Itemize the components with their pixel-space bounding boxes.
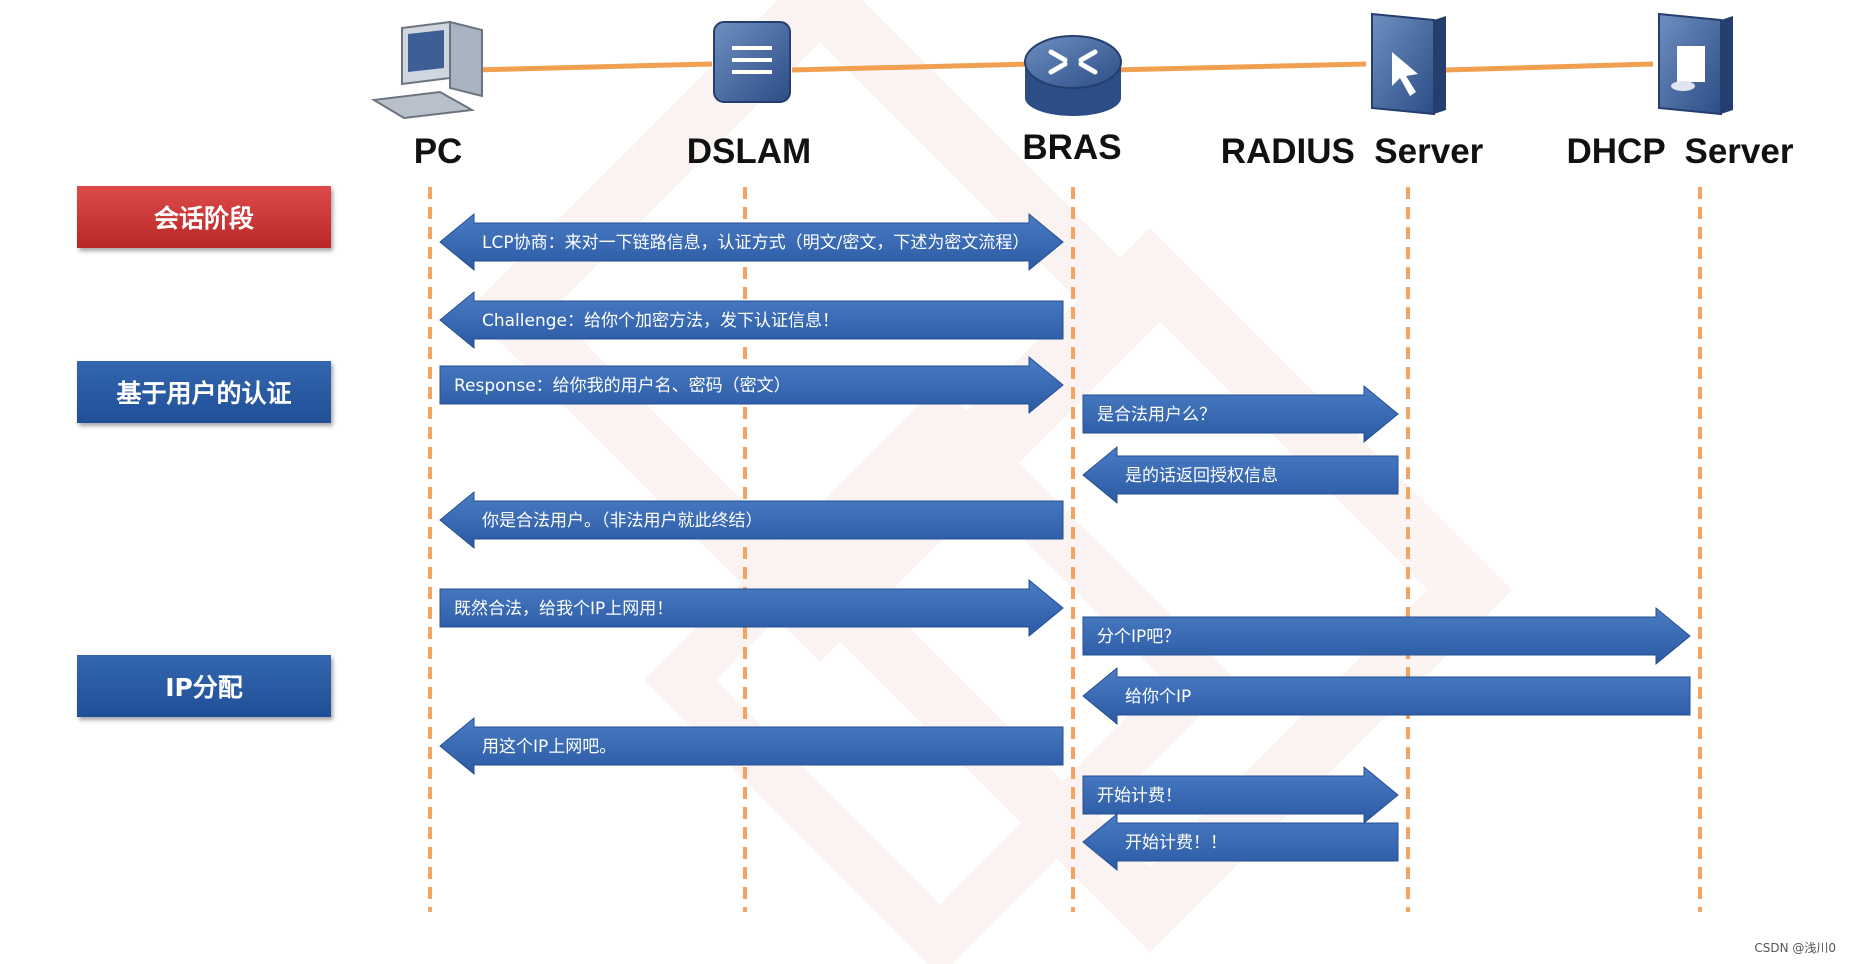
message-arrow-1 — [439, 212, 1064, 272]
node-label-dhcp: DHCP Server — [1566, 132, 1794, 171]
link-bras-radius — [1112, 61, 1367, 73]
device-icons — [370, 12, 1733, 120]
message-text-6: 你是合法用户。（非法用户就此终结） — [482, 511, 763, 531]
message-arrow-9 — [1082, 666, 1691, 726]
phase-session: 会话阶段 — [77, 186, 331, 248]
message-arrow-2 — [439, 290, 1064, 350]
node-label-pc: PC — [413, 132, 463, 171]
phase-ip-allocation: IP分配 — [77, 655, 331, 717]
pc-icon — [370, 20, 483, 120]
message-arrow-7 — [439, 578, 1064, 638]
message-arrows: LCP协商：来对一下链路信息，认证方式（明文/密文，下述为密文流程） Challe… — [439, 212, 1691, 872]
dslam-icon — [713, 21, 791, 103]
message-text-11: 开始计费！ — [1097, 786, 1182, 806]
message-10: 用这个IP上网吧。 — [439, 716, 1064, 776]
message-arrow-6 — [439, 490, 1064, 550]
message-text-9: 给你个IP — [1125, 687, 1191, 707]
message-7: 既然合法，给我个IP上网用！ — [439, 578, 1064, 638]
radius-server-icon — [1371, 12, 1446, 116]
message-2: Challenge：给你个加密方法，发下认证信息！ — [439, 290, 1064, 350]
lifelines — [428, 187, 1702, 912]
message-4: 是合法用户么？ — [1082, 384, 1399, 444]
message-arrow-11 — [1082, 765, 1399, 825]
phase-authentication-label: 基于用户的认证 — [116, 379, 292, 408]
message-text-2: Challenge：给你个加密方法，发下认证信息！ — [482, 311, 839, 331]
link-radius-dhcp — [1445, 61, 1654, 73]
message-11: 开始计费！ — [1082, 765, 1399, 825]
message-6: 你是合法用户。（非法用户就此终结） — [439, 490, 1064, 550]
node-label-bras: BRAS — [1022, 128, 1122, 167]
message-arrow-5 — [1082, 445, 1399, 505]
message-3: Response：给你我的用户名、密码（密文） — [439, 355, 1064, 415]
network-links — [471, 61, 1654, 73]
message-arrow-8 — [1082, 606, 1691, 666]
message-text-10: 用这个IP上网吧。 — [482, 737, 616, 757]
message-text-8: 分个IP吧？ — [1097, 627, 1180, 647]
message-arrow-12 — [1082, 812, 1399, 872]
message-text-7: 既然合法，给我个IP上网用！ — [454, 599, 673, 619]
message-9: 给你个IP — [1082, 666, 1691, 726]
message-arrow-3 — [439, 355, 1064, 415]
message-text-12: 开始计费！！ — [1125, 833, 1227, 853]
dhcp-server-icon — [1658, 12, 1733, 116]
watermark: CSDN @浅川0 — [1754, 941, 1836, 955]
phase-ip-allocation-label: IP分配 — [165, 673, 243, 702]
node-label-dslam: DSLAM — [686, 132, 812, 171]
router-icon — [1024, 35, 1122, 116]
link-pc-dslam — [471, 61, 713, 73]
phase-authentication: 基于用户的认证 — [77, 361, 331, 423]
link-dslam-bras — [791, 61, 1034, 73]
message-text-5: 是的话返回授权信息 — [1125, 466, 1278, 486]
message-1: LCP协商：来对一下链路信息，认证方式（明文/密文，下述为密文流程） — [439, 212, 1064, 272]
message-text-3: Response：给你我的用户名、密码（密文） — [454, 376, 791, 396]
phase-session-label: 会话阶段 — [153, 204, 254, 233]
message-arrow-4 — [1082, 384, 1399, 444]
message-5: 是的话返回授权信息 — [1082, 445, 1399, 505]
message-arrow-10 — [439, 716, 1064, 776]
message-8: 分个IP吧？ — [1082, 606, 1691, 666]
node-label-radius: RADIUS Server — [1220, 132, 1484, 171]
message-text-4: 是合法用户么？ — [1097, 405, 1216, 425]
message-text-1: LCP协商：来对一下链路信息，认证方式（明文/密文，下述为密文流程） — [482, 233, 1029, 253]
message-12: 开始计费！！ — [1082, 812, 1399, 872]
